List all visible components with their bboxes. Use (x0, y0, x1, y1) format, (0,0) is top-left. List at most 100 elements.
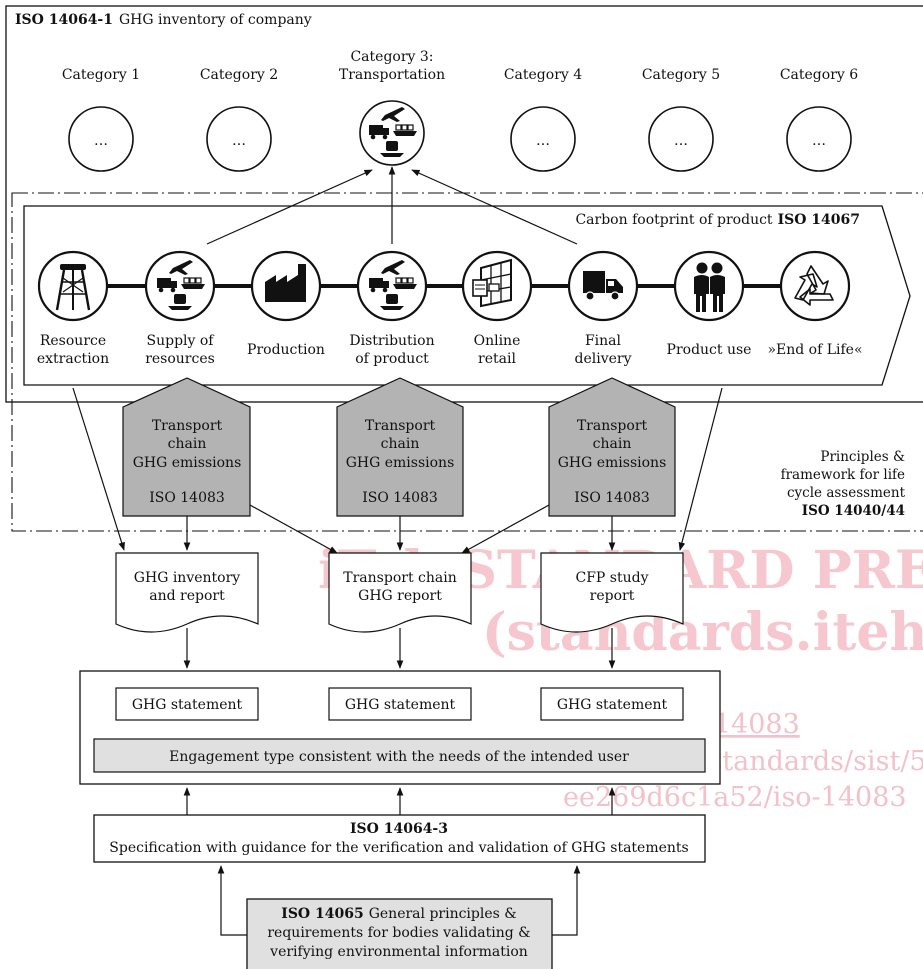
category-1-ellipsis: … (94, 133, 108, 149)
arrow-delivery-to-cat3 (411, 169, 578, 245)
people-icon (694, 262, 725, 312)
transport-modes-icon (369, 260, 417, 310)
tc2-line2: chain (381, 436, 420, 452)
arrow-bodies-right (552, 865, 581, 936)
tc3-line3: GHG emissions (558, 455, 667, 471)
category-4-circle (510, 106, 576, 172)
category-1-circle (68, 106, 134, 172)
online-retail-icon (472, 258, 512, 308)
tc1-std: ISO 14083 (149, 490, 225, 506)
report-3-line1: CFP study (576, 570, 649, 586)
category-2-label: Category 2 (200, 67, 278, 83)
report-doc-2 (328, 552, 472, 633)
category-4-label: Category 4 (504, 67, 582, 83)
tc3-std: ISO 14083 (574, 490, 650, 506)
lca-label: Principles & framework for life cycle as… (781, 449, 906, 519)
delivery-truck-icon (583, 271, 623, 301)
tc1-line1: Transport (152, 418, 223, 434)
report-1-line1: GHG inventory (134, 570, 240, 586)
ghg-statement-box-3 (540, 687, 684, 721)
report-doc-1 (115, 552, 259, 633)
lifecycle-labels: Resource extraction Supply of resources … (37, 333, 863, 367)
ghg-statement-box-1 (115, 687, 259, 721)
stage-label-4a: Distribution (349, 333, 434, 349)
transport-chain-box-1 (122, 377, 251, 517)
stage-label-5b: retail (478, 351, 516, 367)
category-5-ellipsis: … (674, 133, 688, 149)
lca-frame (11, 192, 923, 532)
ghg-statement-3: GHG statement (557, 697, 668, 713)
stage-label-3: Production (247, 342, 325, 358)
tc1-line2: chain (168, 436, 207, 452)
lifecycle-stages (37, 250, 851, 322)
lca-line1: Principles & (820, 449, 905, 465)
arrow-supply-to-cat3 (206, 169, 373, 245)
watermark-line5: ee269d6c1a52/iso-14083 (563, 782, 907, 813)
stage-label-4b: of product (355, 351, 429, 367)
bodies-line3: verifying environmental information (269, 944, 528, 960)
category-6-circle (786, 106, 852, 172)
categories: Category 1 Category 2 Category 3: Transp… (62, 49, 858, 172)
category-4-ellipsis: … (536, 133, 550, 149)
report-arrows (72, 387, 723, 554)
stage-label-6b: delivery (575, 351, 632, 367)
report-doc-3 (540, 552, 684, 633)
category-1-label: Category 1 (62, 67, 140, 83)
ghg-statement-box-2 (328, 687, 472, 721)
transport-chain-boxes: Transport chain GHG emissions ISO 14083 … (122, 377, 676, 517)
report-3-line2: report (590, 588, 635, 604)
lca-line2: framework for life (781, 467, 905, 483)
tc3-line2: chain (593, 436, 632, 452)
bodies-box (246, 898, 553, 969)
category-6-label: Category 6 (780, 67, 858, 83)
verification-box (93, 814, 706, 863)
bodies-line2: requirements for bodies validating & (267, 925, 530, 941)
transport-modes-icon (369, 107, 417, 157)
ghg-statement-2: GHG statement (345, 697, 456, 713)
tc3-line1: Transport (577, 418, 648, 434)
stage-label-1a: Resource (40, 333, 106, 349)
verification-std: ISO 14064-3 (350, 821, 448, 837)
stage-label-1b: extraction (37, 351, 109, 367)
engagement-box (93, 738, 706, 773)
ghg-statement-1: GHG statement (132, 697, 243, 713)
tc2-std: ISO 14083 (362, 490, 438, 506)
stage-label-7: Product use (667, 342, 752, 358)
stage-supply-circle (144, 250, 216, 322)
category-3-label-line1: Category 3: (350, 49, 433, 65)
cfp-frame (23, 205, 911, 386)
factory-icon (265, 264, 306, 302)
lca-line3: cycle assessment (787, 485, 906, 501)
report-2-line2: GHG report (358, 588, 442, 604)
reports: GHG inventory and report Transport chain… (115, 552, 684, 633)
tc1-line3: GHG emissions (133, 455, 242, 471)
category-3-circle (359, 100, 425, 166)
transport-chain-box-3 (548, 377, 676, 517)
category-5-circle (648, 106, 714, 172)
recycle-icon (794, 265, 834, 306)
verification-text: Specification with guidance for the veri… (109, 840, 688, 856)
arrow-bodies-left (217, 865, 247, 936)
stage-label-6a: Final (585, 333, 622, 349)
tc2-line3: GHG emissions (346, 455, 455, 471)
stage-distribution-circle (356, 250, 428, 322)
lca-std: ISO 14040/44 (802, 503, 905, 519)
stage-label-8: »End of Life« (767, 342, 862, 358)
report-1-line2: and report (149, 588, 225, 604)
stage-label-2a: Supply of (147, 333, 216, 349)
category-2-ellipsis: … (232, 133, 246, 149)
tc2-line1: Transport (365, 418, 436, 434)
mine-tower-icon (55, 264, 91, 311)
stage-label-5a: Online (474, 333, 521, 349)
category-5-label: Category 5 (642, 67, 720, 83)
stage-label-2b: resources (145, 351, 215, 367)
category-2-circle (206, 106, 272, 172)
engagement-text: Engagement type consistent with the need… (169, 749, 629, 765)
category-3-label-line2: Transportation (339, 67, 445, 83)
report-2-line1: Transport chain (343, 570, 456, 586)
transport-modes-icon (157, 260, 205, 310)
